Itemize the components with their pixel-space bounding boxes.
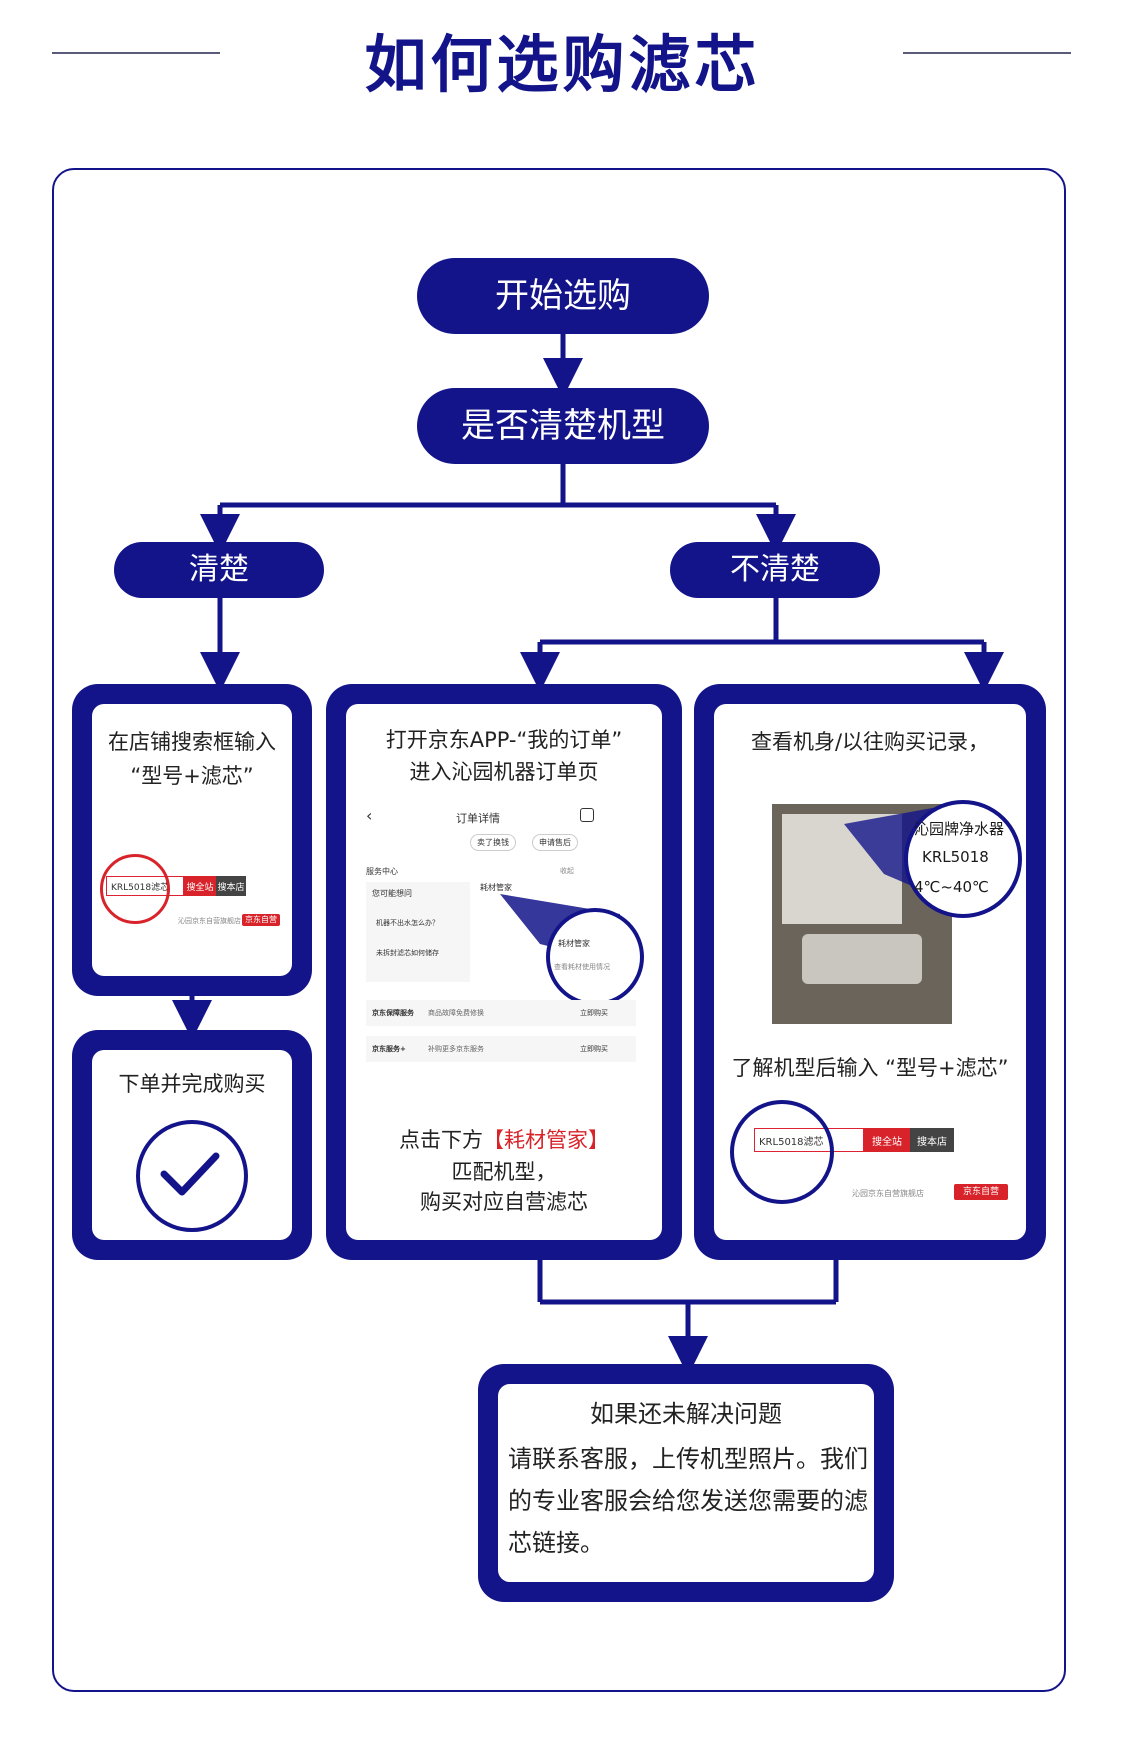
check-card-line2: 了解机型后输入 “型号+滤芯”: [731, 1056, 1009, 1080]
service-center-label: 服务中心: [366, 867, 398, 876]
check-search-all-button: 搜全站: [864, 1128, 910, 1152]
check-highlight-circle: [730, 1100, 834, 1204]
search-card-line1: 在店铺搜索框输入: [108, 730, 276, 754]
order-screen-mock: ‹ 订单详情 卖了换钱 申请售后 服务中心 收起 您可能想问 机器不出水怎么办？…: [360, 804, 650, 1094]
warranty-action: 立即购买: [580, 1009, 608, 1017]
app-card-bottom3: 购买对应自营滤芯: [420, 1190, 588, 1214]
share-icon: [580, 808, 594, 822]
label-zoom-circle: 沁园牌净水器 KRL5018 4℃~40℃: [904, 800, 1022, 918]
highlight-circle: [100, 854, 170, 924]
app-card-bottom1: 点击下方【耗材管家】: [346, 1124, 662, 1156]
warranty-desc: 商品故障免费修换: [428, 1009, 484, 1017]
label-model: KRL5018: [922, 848, 989, 866]
help-card-title: 如果还未解决问题: [590, 1400, 782, 1428]
back-chevron-icon: ‹: [366, 806, 373, 825]
warranty-label: 京东保障服务: [372, 1009, 414, 1017]
order-detail-title: 订单详情: [456, 812, 500, 825]
yes-node: 清楚: [114, 542, 324, 598]
faq-item-2: 未拆封滤芯如何储存: [376, 949, 439, 957]
store-tag: 京东自营: [242, 914, 280, 926]
consumables-zoom-circle: 耗材管家 查看耗材使用情况: [546, 908, 644, 1006]
app-card-line2: 进入沁园机器订单页: [409, 760, 599, 784]
after-sales-button: 申请售后: [532, 834, 578, 851]
store-name: 沁园京东自营旗舰店: [178, 917, 241, 925]
no-node: 不清楚: [670, 542, 880, 598]
faq-title: 您可能想问: [372, 889, 412, 898]
faq-item-1: 机器不出水怎么办？: [376, 919, 439, 927]
faq-panel: 您可能想问 机器不出水怎么办？ 未拆封滤芯如何储存: [366, 882, 470, 982]
app-card-line1: 打开京东APP-“我的订单”: [385, 728, 623, 752]
flowchart-frame: [52, 168, 1066, 1692]
machine-fittings: [802, 934, 922, 984]
search-instruction-card: 在店铺搜索框输入 “型号+滤芯” KRL5018滤芯 搜全站 搜本店 沁园京东自…: [72, 684, 312, 996]
title-divider-right: [903, 52, 1071, 54]
search-store-button: 搜本店: [216, 876, 246, 896]
checkmark-icon: [136, 1120, 248, 1232]
check-search-store-button: 搜本店: [910, 1128, 954, 1152]
buy-card: 下单并完成购买: [72, 1030, 312, 1260]
sell-button: 卖了换钱: [470, 834, 516, 851]
consumables-zoom-title: 耗材管家: [558, 939, 590, 948]
app-card-bottom2: 匹配机型，: [451, 1160, 557, 1184]
consumables-mini-title: 耗材管家: [480, 883, 512, 892]
search-card-line2: “型号+滤芯”: [130, 764, 254, 788]
consumables-zoom-sub: 查看耗材使用情况: [554, 963, 610, 971]
service-plus-desc: 补购更多京东服务: [428, 1045, 484, 1053]
app-card-bottom1-prefix: 点击下方: [399, 1128, 483, 1152]
help-card: 如果还未解决问题 请联系客服，上传机型照片。我们的专业客服会给您发送您需要的滤芯…: [478, 1364, 894, 1602]
buy-card-text: 下单并完成购买: [118, 1072, 266, 1096]
check-card-line1: 查看机身/以往购买记录，: [750, 730, 990, 754]
service-plus-label: 京东服务+: [372, 1045, 406, 1053]
check-machine-card: 查看机身/以往购买记录， 沁园牌净水器 KRL5018 4℃~40℃ 了解机型后…: [694, 684, 1046, 1260]
search-all-button: 搜全站: [184, 876, 216, 896]
consumables-highlight: 【耗材管家】: [483, 1128, 609, 1152]
label-temp: 4℃~40℃: [914, 878, 989, 896]
question-node: 是否清楚机型: [417, 388, 709, 464]
label-brand: 沁园牌净水器: [914, 820, 1005, 838]
title-divider-left: [52, 52, 220, 54]
page-title: 如何选购滤芯: [364, 28, 761, 101]
warranty-row: 京东保障服务 商品故障免费修换 立即购买: [366, 1000, 636, 1026]
check-store-tag: 京东自营: [954, 1184, 1008, 1200]
app-instruction-card: 打开京东APP-“我的订单” 进入沁园机器订单页 ‹ 订单详情 卖了换钱 申请售…: [326, 684, 682, 1260]
start-node: 开始选购: [417, 258, 709, 334]
check-store-name: 沁园京东自营旗舰店: [852, 1189, 924, 1198]
service-plus-row: 京东服务+ 补购更多京东服务 立即购买: [366, 1036, 636, 1062]
service-plus-action: 立即购买: [580, 1045, 608, 1053]
collapse-label: 收起: [560, 867, 574, 875]
help-card-body: 请联系客服，上传机型照片。我们的专业客服会给您发送您需要的滤芯链接。: [508, 1445, 868, 1557]
